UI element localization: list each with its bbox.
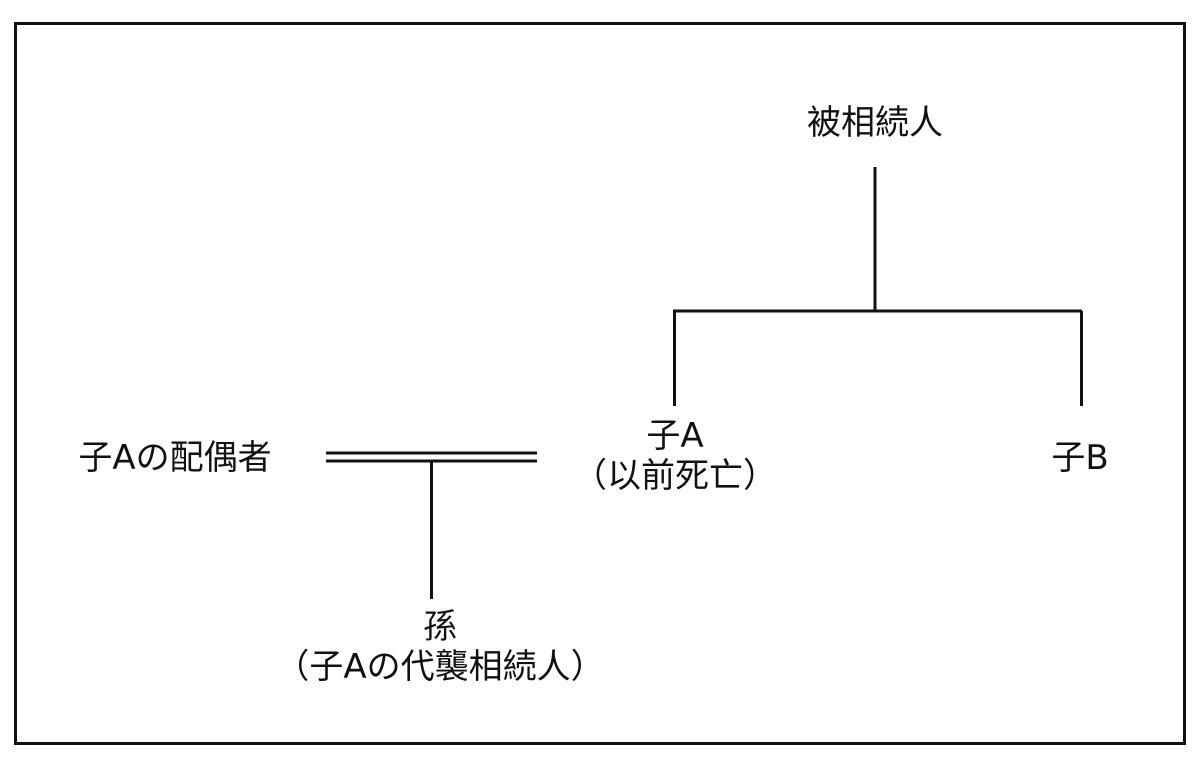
spouse-a-node: 子Aの配偶者: [50, 438, 300, 478]
child-a-note: （以前死亡）: [573, 456, 777, 496]
grandchild-name: 孫: [423, 607, 457, 647]
child-b-label: 子B: [1051, 438, 1109, 478]
child-a-name: 子A: [646, 416, 704, 456]
child-b-node: 子B: [1020, 438, 1140, 478]
decedent-label: 被相続人: [807, 103, 943, 143]
grandchild-note: （子Aの代襲相続人）: [275, 647, 605, 687]
spouse-a-label: 子Aの配偶者: [78, 438, 272, 478]
diagram-frame: [14, 22, 1186, 745]
decedent-node: 被相続人: [775, 103, 975, 143]
grandchild-node: 孫 （子Aの代襲相続人）: [250, 607, 630, 687]
child-a-node: 子A （以前死亡）: [555, 416, 795, 496]
